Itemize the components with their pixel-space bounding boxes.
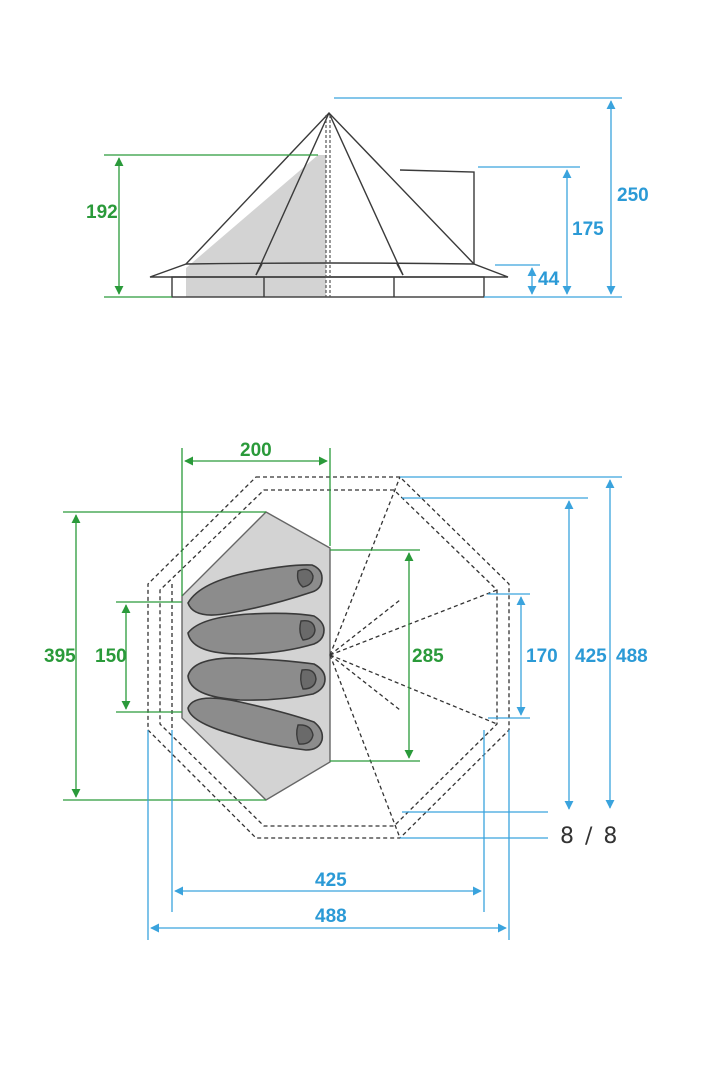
dim-inner-length: 395 (44, 646, 76, 667)
side-view: 192 250 175 44 (86, 97, 649, 298)
sleeping-bag-head (299, 620, 316, 641)
dim-width-inner: 425 (315, 870, 347, 891)
sleeping-bag-head (296, 724, 314, 745)
dim-inner-height: 192 (86, 202, 118, 223)
door-panel (399, 169, 475, 264)
floor-plan: 200 395 150 285 170 425 488 (44, 440, 648, 940)
dim-width-outer: 488 (315, 906, 347, 927)
sleeping-bag (187, 564, 323, 616)
sleeping-bag (187, 657, 326, 701)
sleeping-bag-head (300, 669, 317, 690)
sleeping-bags (187, 564, 326, 751)
tent-side-outline (149, 111, 509, 278)
dim-vestibule-side: 170 (526, 646, 558, 667)
page-counter: 8 / 8 (560, 824, 619, 849)
inner-tent-side-shading (186, 155, 326, 297)
sleeping-bag (187, 697, 324, 751)
sleeping-bag-head (296, 568, 314, 588)
dim-depth-outer: 488 (616, 646, 648, 667)
sleeping-bag (187, 612, 325, 655)
dim-inner-width-top: 200 (240, 440, 272, 461)
inner-tent-floor (181, 511, 331, 801)
dim-wall-height: 44 (538, 269, 560, 290)
dim-inner-side: 285 (412, 646, 444, 667)
dim-door-height: 175 (572, 219, 604, 240)
dim-depth-inner: 425 (575, 646, 607, 667)
dim-total-height: 250 (617, 185, 649, 206)
dim-bag-span: 150 (95, 646, 127, 667)
